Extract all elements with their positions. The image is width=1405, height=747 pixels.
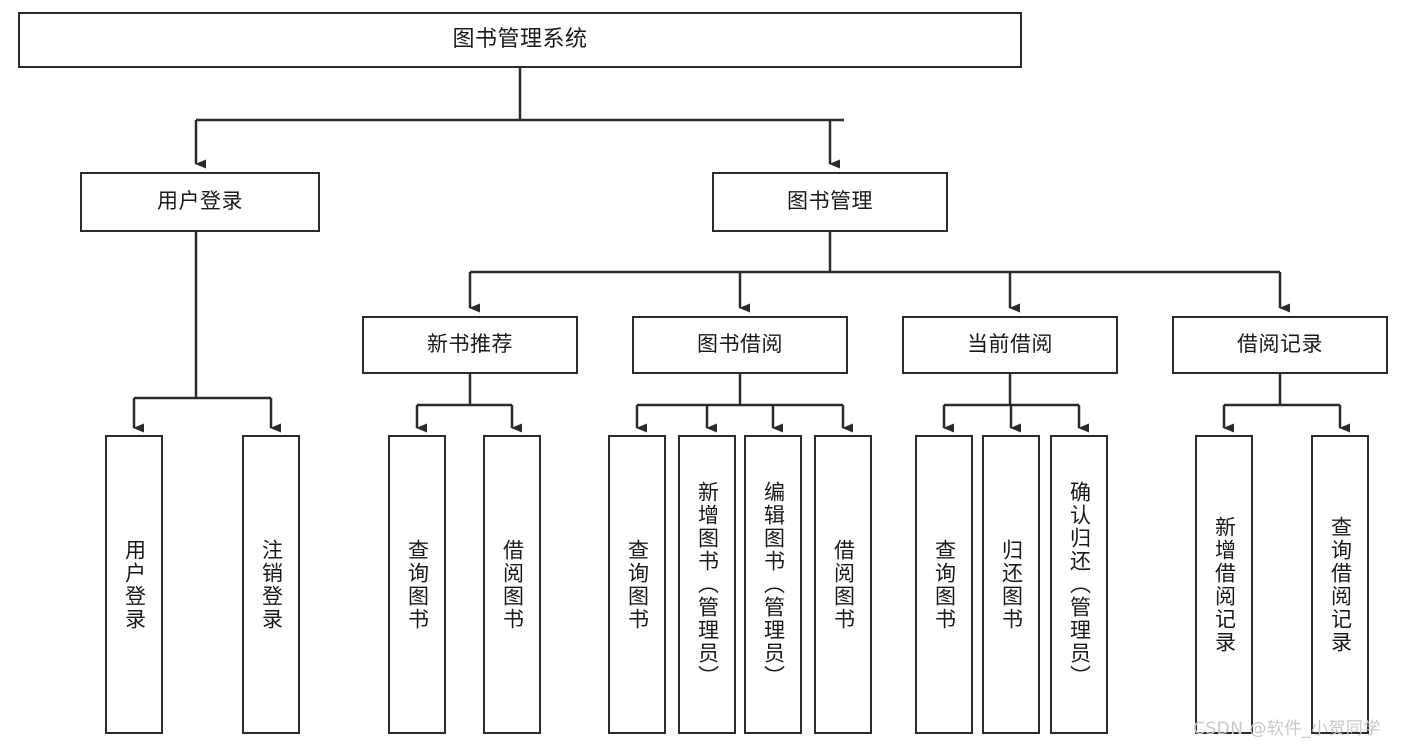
leaf-current-return-book[interactable]: 归还图书 bbox=[982, 435, 1040, 734]
csdn-watermark: CSDN @软件_小贺同学 bbox=[1193, 719, 1381, 739]
leaf-recommend-borrow-book-label: 借阅图书 bbox=[500, 538, 525, 631]
leaf-records-add-record[interactable]: 新增借阅记录 bbox=[1195, 435, 1253, 734]
leaf-borrow-query-book-label: 查询图书 bbox=[625, 538, 650, 631]
node-current-borrow[interactable]: 当前借阅 bbox=[902, 316, 1118, 374]
node-book-borrow[interactable]: 图书借阅 bbox=[632, 316, 848, 374]
leaf-records-add-record-label: 新增借阅记录 bbox=[1212, 515, 1237, 654]
node-current-borrow-label: 当前借阅 bbox=[967, 332, 1053, 357]
leaf-borrow-query-book[interactable]: 查询图书 bbox=[608, 435, 666, 734]
leaf-current-query-book[interactable]: 查询图书 bbox=[915, 435, 973, 734]
leaf-borrow-add-book-admin-label: 新增图书（管理员） bbox=[695, 481, 720, 688]
node-borrow-records[interactable]: 借阅记录 bbox=[1172, 316, 1388, 374]
leaf-borrow-edit-book-admin[interactable]: 编辑图书（管理员） bbox=[744, 435, 802, 734]
leaf-borrow-borrow-book-label: 借阅图书 bbox=[831, 538, 856, 631]
leaf-records-query-record-label: 查询借阅记录 bbox=[1328, 515, 1353, 654]
node-user-login[interactable]: 用户登录 bbox=[80, 172, 320, 232]
node-book-management-label: 图书管理 bbox=[787, 189, 873, 214]
leaf-user-login-signout[interactable]: 注销登录 bbox=[242, 435, 300, 734]
leaf-current-confirm-return-admin[interactable]: 确认归还（管理员） bbox=[1050, 435, 1108, 734]
node-book-borrow-label: 图书借阅 bbox=[697, 332, 783, 357]
node-user-login-label: 用户登录 bbox=[157, 189, 243, 214]
leaf-borrow-edit-book-admin-label: 编辑图书（管理员） bbox=[761, 481, 786, 688]
node-new-book-recommend-label: 新书推荐 bbox=[427, 332, 513, 357]
node-new-book-recommend[interactable]: 新书推荐 bbox=[362, 316, 578, 374]
leaf-user-login-signin-label: 用户登录 bbox=[122, 538, 147, 631]
leaf-current-confirm-return-admin-label: 确认归还（管理员） bbox=[1067, 481, 1092, 688]
leaf-current-query-book-label: 查询图书 bbox=[932, 538, 957, 631]
leaf-records-query-record[interactable]: 查询借阅记录 bbox=[1311, 435, 1369, 734]
leaf-user-login-signout-label: 注销登录 bbox=[259, 538, 284, 631]
leaf-borrow-add-book-admin[interactable]: 新增图书（管理员） bbox=[678, 435, 736, 734]
leaf-recommend-query-book[interactable]: 查询图书 bbox=[388, 435, 446, 734]
node-book-management[interactable]: 图书管理 bbox=[712, 172, 948, 232]
leaf-current-return-book-label: 归还图书 bbox=[999, 538, 1024, 631]
leaf-recommend-borrow-book[interactable]: 借阅图书 bbox=[483, 435, 541, 734]
leaf-user-login-signin[interactable]: 用户登录 bbox=[105, 435, 163, 734]
node-root-label: 图书管理系统 bbox=[452, 26, 588, 52]
leaf-borrow-borrow-book[interactable]: 借阅图书 bbox=[814, 435, 872, 734]
node-borrow-records-label: 借阅记录 bbox=[1237, 332, 1323, 357]
leaf-recommend-query-book-label: 查询图书 bbox=[405, 538, 430, 631]
node-root-book-management-system[interactable]: 图书管理系统 bbox=[18, 12, 1022, 68]
